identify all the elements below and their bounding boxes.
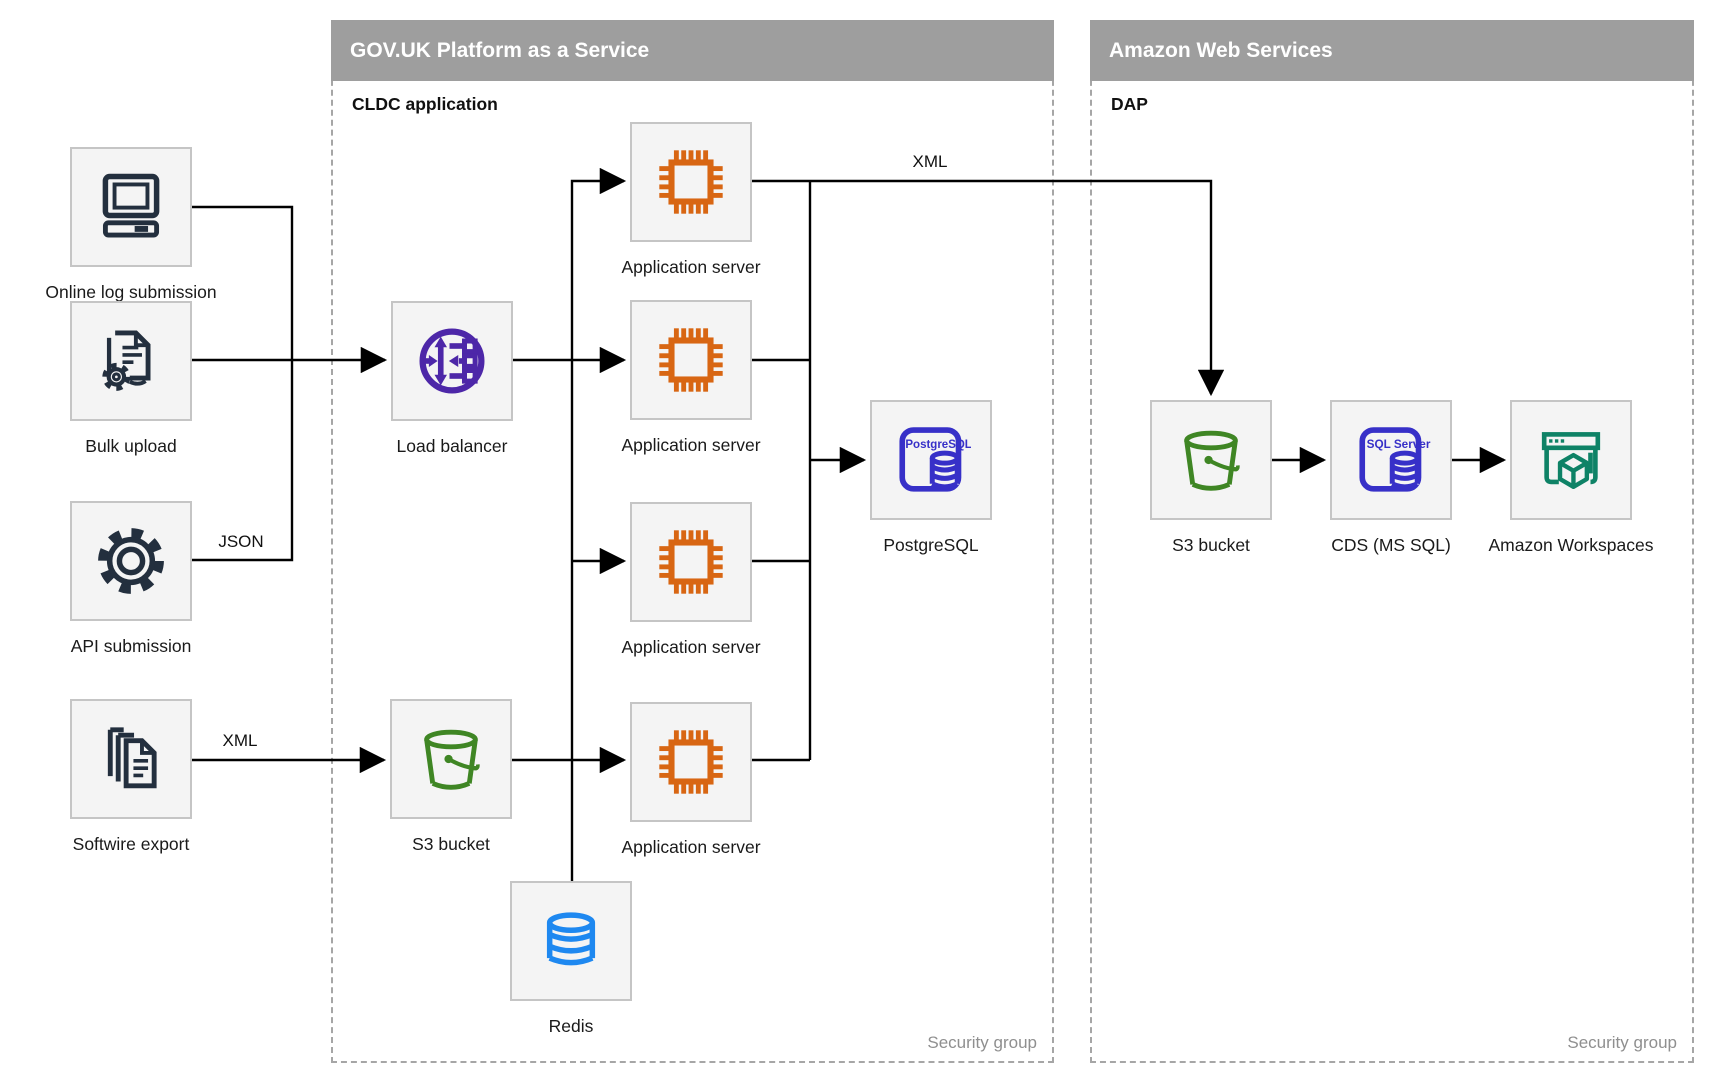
- chip-icon: [652, 143, 730, 221]
- node-label: CDS (MS SQL): [1331, 535, 1451, 555]
- document-gear-icon: [92, 322, 170, 400]
- node-load-balancer: Load balancer: [391, 301, 513, 456]
- node-application-server-3: Application server: [621, 502, 761, 657]
- node-application-server-1: Application server: [621, 122, 761, 277]
- node-label: Application server: [621, 435, 761, 455]
- document-stack-icon: [92, 720, 170, 798]
- node-label: PostgreSQL: [883, 535, 979, 555]
- load-balancer-icon: [412, 321, 492, 401]
- container-govuk-paas-header: GOV.UK Platform as a Service: [331, 20, 1054, 81]
- svg-text:PostgreSQL: PostgreSQL: [905, 439, 971, 451]
- s3-bucket-icon: [412, 720, 490, 798]
- edge-label-json: JSON: [218, 532, 264, 551]
- container-aws: Amazon Web Services DAP Security group: [1090, 20, 1694, 1063]
- edge-label-xml-softwire: XML: [222, 731, 258, 750]
- container-govuk-paas: GOV.UK Platform as a Service CLDC applic…: [331, 20, 1054, 1063]
- s3-bucket-icon: [1172, 421, 1250, 499]
- sql-server-database-icon: SQL Server: [1351, 420, 1431, 500]
- chip-icon: [652, 321, 730, 399]
- node-s3-bucket-paas: S3 bucket: [390, 699, 512, 854]
- workspaces-icon: [1532, 421, 1610, 499]
- chip-icon: [652, 523, 730, 601]
- edge-label-xml-aws: XML: [912, 152, 948, 171]
- node-softwire-export: Softwire export: [70, 699, 192, 854]
- node-label: Softwire export: [72, 834, 190, 854]
- node-application-server-2: Application server: [621, 300, 761, 455]
- node-s3-bucket-aws: S3 bucket: [1150, 400, 1272, 555]
- node-label: Application server: [621, 837, 761, 857]
- node-label: Amazon Workspaces: [1488, 535, 1654, 555]
- node-api-submission: API submission: [70, 501, 192, 656]
- node-label: Application server: [621, 257, 761, 277]
- node-label: Bulk upload: [85, 436, 177, 456]
- postgresql-database-icon: PostgreSQL: [891, 420, 971, 500]
- node-postgresql: PostgreSQL PostgreSQL: [870, 400, 992, 555]
- container-aws-header: Amazon Web Services: [1090, 20, 1694, 81]
- security-group-label: Security group: [927, 1033, 1037, 1052]
- chip-icon: [652, 723, 730, 801]
- node-redis: Redis: [510, 881, 632, 1036]
- node-label: S3 bucket: [1172, 535, 1250, 555]
- node-bulk-upload: Bulk upload: [70, 301, 192, 456]
- security-group-label: Security group: [1567, 1033, 1677, 1052]
- redis-database-icon: [532, 902, 610, 980]
- node-online-log-submission: Online log submission: [45, 147, 217, 302]
- desktop-computer-icon: [92, 168, 170, 246]
- node-cds-ms-sql: SQL Server CDS (MS SQL): [1330, 400, 1452, 555]
- node-label: Redis: [548, 1016, 594, 1036]
- node-amazon-workspaces: Amazon Workspaces: [1488, 400, 1654, 555]
- node-label: S3 bucket: [412, 834, 490, 854]
- node-label: Online log submission: [45, 282, 217, 302]
- node-application-server-4: Application server: [621, 702, 761, 857]
- container-aws-sublabel: DAP: [1111, 94, 1148, 114]
- container-govuk-paas-sublabel: CLDC application: [352, 94, 498, 114]
- node-label: Load balancer: [396, 436, 508, 456]
- gear-icon: [92, 522, 170, 600]
- svg-text:SQL Server: SQL Server: [1367, 438, 1431, 451]
- node-label: API submission: [70, 636, 192, 656]
- node-label: Application server: [621, 637, 761, 657]
